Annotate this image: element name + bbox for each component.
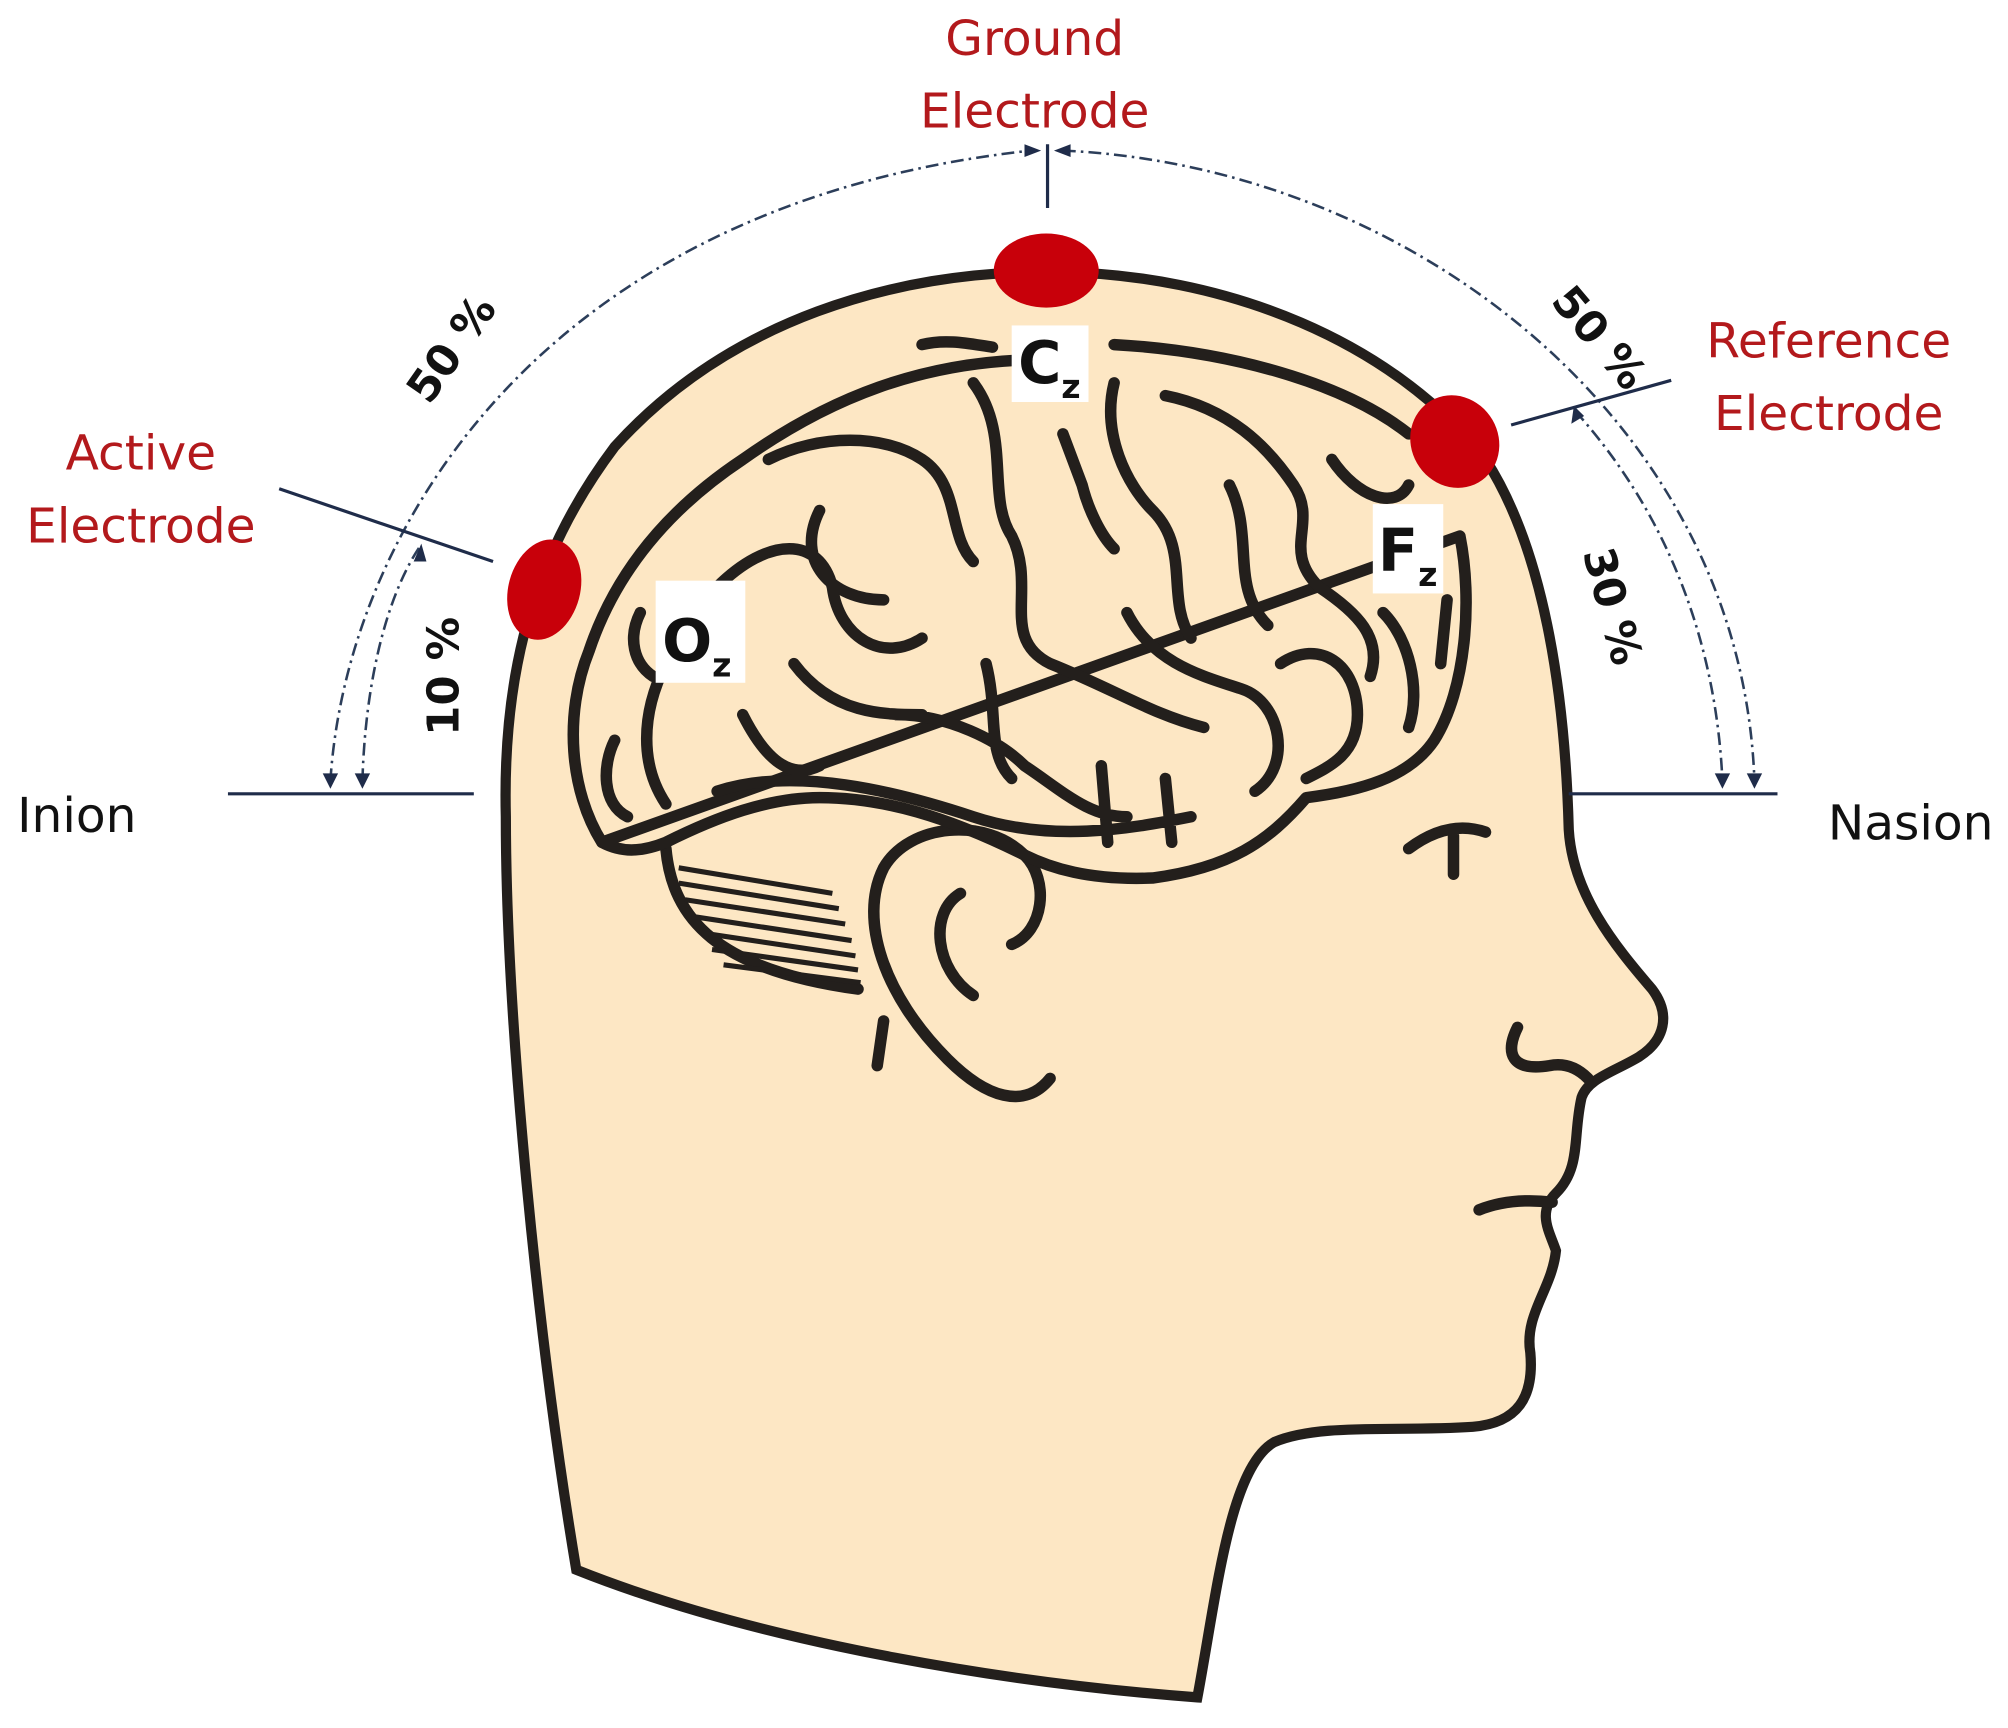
svg-text:Cz: Cz [1018, 328, 1081, 406]
reference-pointer-line [1510, 378, 1672, 427]
cz-letter: C [1018, 328, 1061, 397]
cerebellum [660, 842, 864, 995]
ground-label-line2: Electrode [920, 84, 1150, 140]
pct-left-upper: 50 % [397, 286, 506, 412]
mouth [1473, 1195, 1558, 1216]
svg-text:Fz: Fz [1378, 516, 1438, 594]
nasion-label: Nasion [1828, 796, 1994, 852]
active-label-line2: Electrode [26, 498, 256, 554]
active-electrode [507, 539, 582, 640]
reference-label-line2: Electrode [1714, 386, 1944, 442]
ground-label-line1: Ground [945, 11, 1124, 67]
ear [868, 824, 1056, 1103]
site-fz: Fz [1372, 504, 1444, 594]
brain-gyri [600, 336, 1453, 849]
inner-arc-left [361, 545, 422, 782]
inion-label: Inion [17, 788, 136, 844]
cz-sub: z [1061, 367, 1080, 406]
pct-right-upper: 50 % [1541, 277, 1656, 400]
oz-letter: O [662, 606, 712, 675]
oz-sub: z [712, 645, 731, 684]
site-oz: Oz [655, 580, 746, 684]
brain-outline [567, 338, 1472, 885]
head-outline [500, 266, 1669, 1703]
fz-sub: z [1418, 555, 1437, 594]
pct-right-lower: 30 % [1572, 543, 1651, 671]
nostril [1505, 1021, 1594, 1085]
inner-arc-right [1574, 410, 1724, 782]
cerebellum-folds [678, 865, 861, 986]
outer-arc-left [329, 149, 1032, 782]
svg-text:Oz: Oz [662, 606, 731, 684]
eye [1402, 822, 1492, 880]
ground-electrode [993, 233, 1099, 308]
outer-arc-right [1062, 149, 1756, 782]
fz-letter: F [1378, 516, 1418, 585]
active-pointer-line [278, 487, 494, 564]
reference-electrode [1410, 395, 1500, 488]
reference-label-line1: Reference [1706, 313, 1951, 369]
pct-left-lower: 10 % [419, 617, 469, 736]
active-label-line1: Active [66, 426, 216, 482]
arrowheads [322, 144, 1763, 789]
site-cz: Cz [1011, 325, 1089, 406]
